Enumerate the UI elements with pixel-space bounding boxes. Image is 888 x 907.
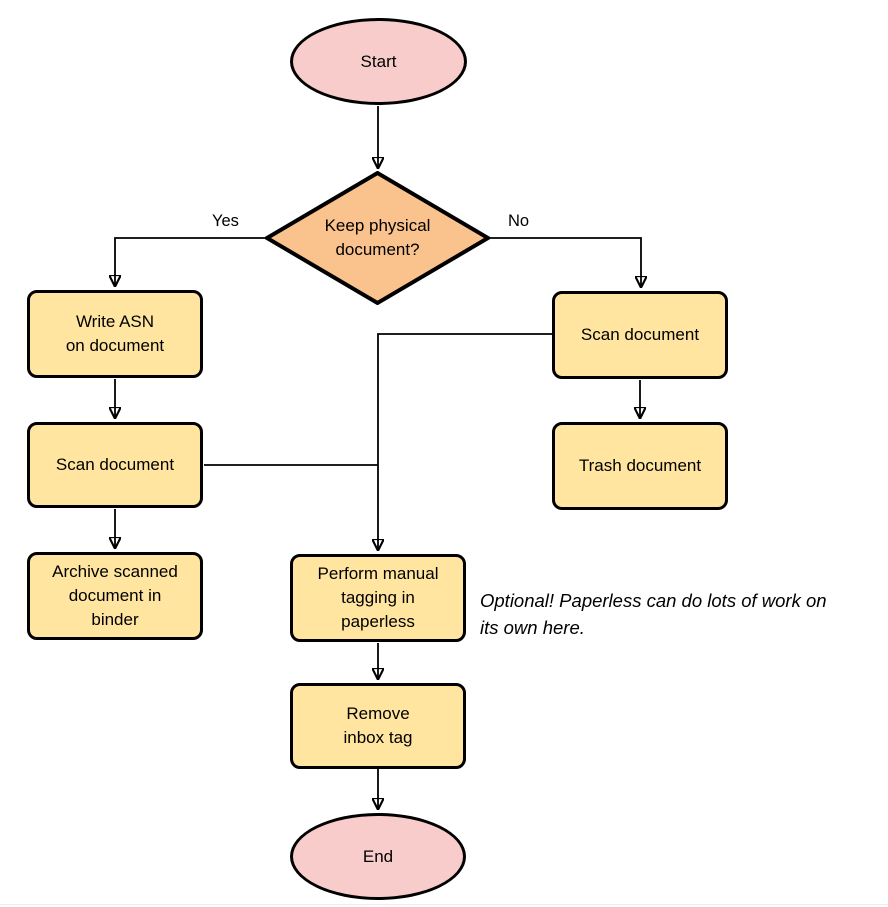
node-end-label: End	[362, 846, 394, 866]
node-trash-document: Trash document	[552, 422, 728, 510]
node-scan-right-label: Scan document	[580, 325, 700, 344]
page-bottom-rule	[0, 904, 888, 905]
edge-scan-right-to-tagging	[378, 333, 552, 549]
edge-decision-to-write-asn	[115, 237, 266, 285]
node-decision-label: Keep physical document?	[324, 216, 431, 259]
node-tagging-label: Perform manual tagging in paperless	[317, 564, 439, 631]
node-end: End	[290, 813, 466, 900]
node-remove-inbox-tag: Remove inbox tag	[290, 683, 466, 769]
node-perform-manual-tagging: Perform manual tagging in paperless	[290, 554, 466, 642]
node-scan-left-label: Scan document	[55, 455, 175, 474]
node-decision-keep-physical-document: Keep physical document?	[265, 171, 490, 305]
edge-decision-to-scan-right	[489, 237, 641, 286]
node-start-label: Start	[360, 51, 397, 71]
node-scan-document-right: Scan document	[552, 291, 728, 379]
node-write-asn-on-document: Write ASN on document	[27, 290, 203, 378]
node-archive-scanned-document: Archive scanned document in binder	[27, 552, 203, 640]
node-write-asn-label: Write ASN on document	[65, 312, 165, 355]
edge-label-no: No	[508, 212, 530, 230]
optional-note: Optional! Paperless can do lots of work …	[480, 590, 827, 638]
node-start: Start	[290, 18, 467, 105]
diamond-shape	[265, 171, 490, 305]
node-scan-document-left: Scan document	[27, 422, 203, 508]
node-trash-label: Trash document	[578, 456, 702, 475]
edge-label-yes: Yes	[212, 212, 239, 230]
node-remove-inbox-label: Remove inbox tag	[343, 704, 413, 747]
node-archive-label: Archive scanned document in binder	[52, 562, 178, 629]
